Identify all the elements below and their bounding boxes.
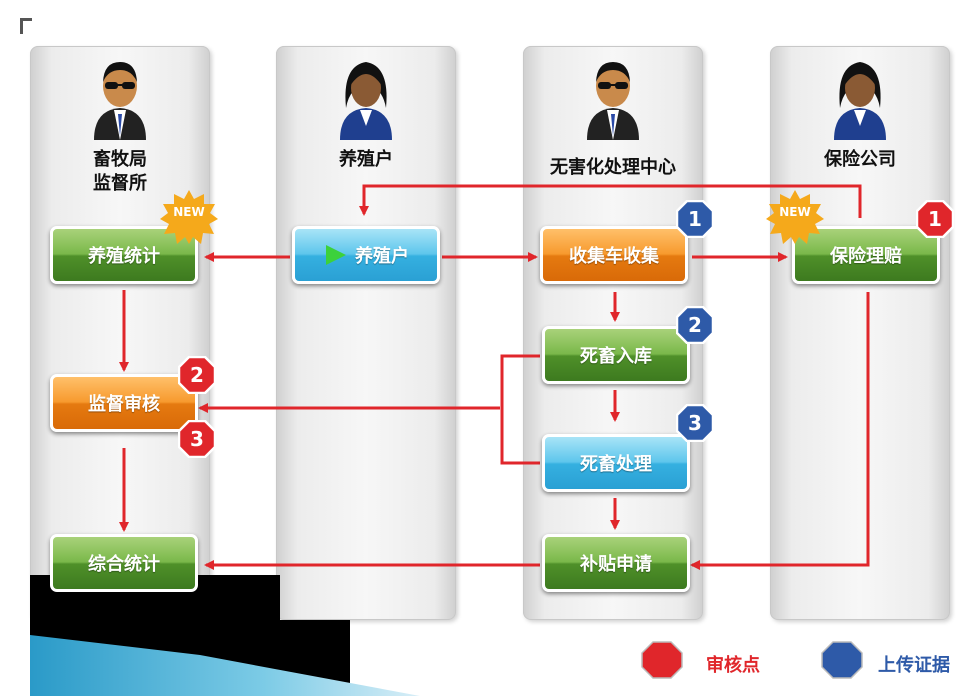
badge-number: 1	[928, 207, 942, 231]
legend-red-octagon-icon	[641, 641, 683, 679]
lane-farmer	[276, 46, 456, 620]
arrow-insurance-to-farmer	[359, 184, 862, 218]
badge-number: 1	[688, 207, 702, 231]
node-farmer-label: 养殖户	[355, 246, 409, 267]
node-subsidy-application[interactable]: 补贴申请	[542, 534, 690, 592]
node-truck-collection[interactable]: 收集车收集	[540, 226, 688, 284]
badge-number: 2	[190, 363, 204, 387]
node-supervision-review[interactable]: 监督审核	[50, 374, 198, 432]
badge-number: 3	[688, 411, 702, 435]
lane-title-insurance: 保险公司	[824, 149, 896, 170]
bracket-storage-disposal	[500, 354, 540, 465]
arrow-insurance-to-subsidy	[690, 292, 870, 570]
blue-octagon-icon	[675, 199, 715, 239]
corner-decoration	[20, 18, 23, 34]
lane-insurance	[770, 46, 950, 620]
node-carcass-storage[interactable]: 死畜入库	[542, 326, 690, 384]
node-insurance-claim[interactable]: 保险理赔	[792, 226, 940, 284]
person-female-icon	[834, 62, 886, 140]
starburst-icon	[160, 190, 218, 244]
new-tag-insurance-claim: NEW	[766, 190, 824, 244]
person-female-icon	[340, 62, 392, 140]
blue-octagon-icon	[675, 403, 715, 443]
red-octagon-icon	[177, 355, 217, 395]
legend-upload-evidence-label: 上传证据	[878, 655, 950, 676]
blue-octagon-icon	[675, 305, 715, 345]
person-male-sunglasses-icon	[587, 62, 639, 140]
corner-decoration	[20, 18, 32, 21]
legend-audit-point-label: 审核点	[706, 655, 760, 676]
node-carcass-disposal[interactable]: 死畜处理	[542, 434, 690, 492]
badge-audit-3: 3	[177, 419, 217, 459]
person-male-sunglasses-icon	[94, 62, 146, 140]
new-tag-label: NEW	[173, 205, 205, 219]
badge-upload-2: 2	[675, 305, 715, 345]
badge-upload-1: 1	[675, 199, 715, 239]
badge-audit-2: 2	[177, 355, 217, 395]
starburst-icon	[766, 190, 824, 244]
lane-title-disposal-center: 无害化处理中心	[550, 157, 676, 178]
node-farmer[interactable]: 养殖户	[292, 226, 440, 284]
new-tag-label: NEW	[779, 205, 811, 219]
red-octagon-icon	[915, 199, 955, 239]
lane-title-supervision: 畜牧局 监督所	[93, 149, 147, 194]
badge-number: 2	[688, 313, 702, 337]
lane-title-farmer: 养殖户	[339, 149, 393, 170]
node-overall-stats[interactable]: 综合统计	[50, 534, 198, 592]
badge-number: 3	[190, 427, 204, 451]
node-breeding-stats[interactable]: 养殖统计	[50, 226, 198, 284]
red-octagon-icon	[177, 419, 217, 459]
legend-blue-octagon-icon	[821, 641, 863, 679]
play-icon	[326, 245, 346, 265]
new-tag-breeding-stats: NEW	[160, 190, 218, 244]
badge-audit-1: 1	[915, 199, 955, 239]
badge-upload-3: 3	[675, 403, 715, 443]
